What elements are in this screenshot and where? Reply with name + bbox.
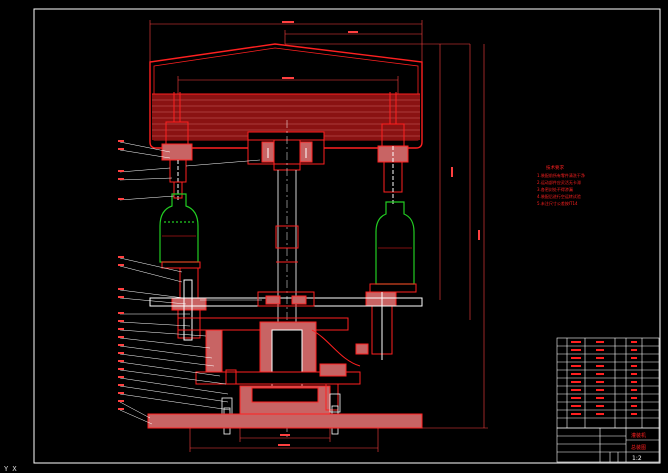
left-filling-valve xyxy=(161,92,193,200)
part-number-marks xyxy=(118,140,124,410)
central-hub xyxy=(247,131,325,171)
bottom-dimension-texts xyxy=(278,230,480,446)
drawing-scale: 1:2 xyxy=(632,455,642,462)
tech-req-line: 5.未注尺寸公差按IT14 xyxy=(537,200,578,206)
left-bottle xyxy=(159,193,199,263)
parts-list-entries xyxy=(571,341,637,415)
tech-req-line: 3.各密封处不得渗漏 xyxy=(537,186,573,192)
tech-req-line: 4.装配后进行空运转试验 xyxy=(537,193,581,199)
rotary-table xyxy=(149,291,423,307)
tech-req-title: 技术要求 xyxy=(546,164,564,171)
parts-list xyxy=(556,337,660,429)
base-plate xyxy=(147,413,423,429)
right-filling-valve xyxy=(377,92,409,205)
title-block xyxy=(556,427,660,463)
technical-requirements: 技术要求 1.装配前所有零件清洗干净 2.运动部件应灵活无卡滞 3.各密封处不得… xyxy=(537,164,585,206)
lower-frame xyxy=(177,317,361,415)
sheet-border xyxy=(33,8,661,464)
top-dimension-texts xyxy=(282,21,453,177)
bottom-dimensions xyxy=(189,44,488,452)
drawing-name: 灌装机 xyxy=(631,432,646,439)
right-bottle xyxy=(375,201,415,285)
tech-req-line: 1.装配前所有零件清洗干净 xyxy=(537,172,585,178)
title-block-texts: 灌装机 总装图 1:2 xyxy=(631,432,646,462)
drawing-number: 总装图 xyxy=(631,444,646,451)
leader-lines xyxy=(119,141,262,425)
cursor-coordinate-readout: Y X xyxy=(4,465,17,473)
tech-req-line: 2.运动部件应灵活无卡滞 xyxy=(537,179,581,185)
left-lifter xyxy=(161,261,207,341)
right-lifter xyxy=(355,283,417,360)
